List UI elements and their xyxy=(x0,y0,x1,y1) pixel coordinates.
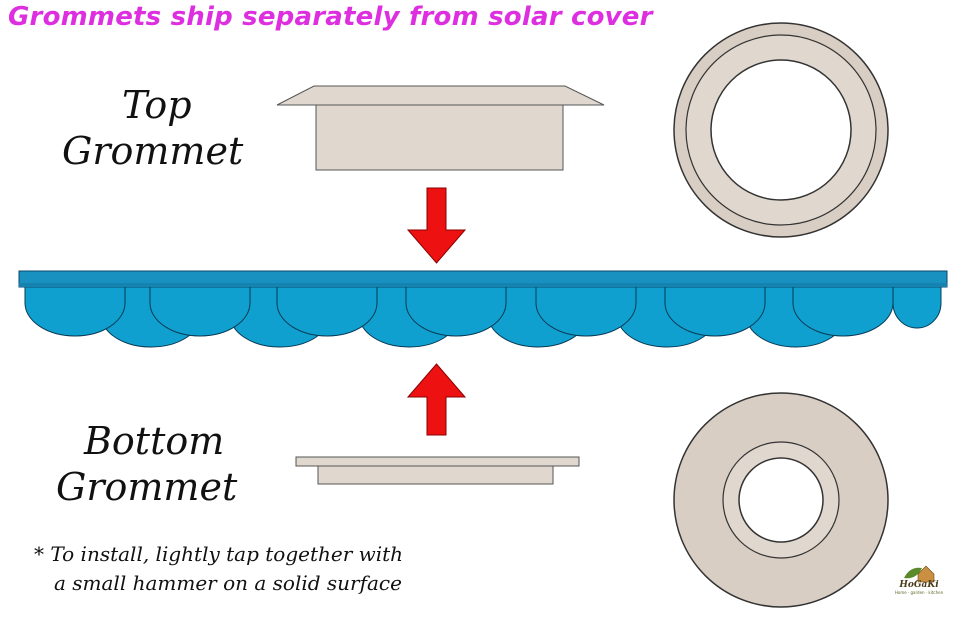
install-note: * To install, lightly tap together with … xyxy=(34,540,403,598)
bottom-grommet-label-line1: Bottom xyxy=(84,419,225,463)
bottom-grommet-top-view xyxy=(673,392,889,608)
up-arrow xyxy=(406,363,467,436)
install-note-line2: a small hammer on a solid surface xyxy=(54,571,402,595)
top-grommet-label-line1: Top xyxy=(122,83,192,127)
top-grommet-label: Top Grommet xyxy=(62,82,243,174)
brand-logo: HoGaKi Home · garden · kitchen xyxy=(893,566,945,606)
install-note-line1: * To install, lightly tap together with xyxy=(34,542,404,566)
top-grommet-top-view xyxy=(673,22,889,238)
bottom-grommet-label: Bottom Grommet xyxy=(56,418,237,510)
brand-logo-tagline: Home · garden · kitchen xyxy=(894,590,944,595)
bottom-grommet-side-view xyxy=(295,456,580,485)
top-grommet-label-line2: Grommet xyxy=(62,129,244,173)
logo-leaf-icon xyxy=(904,565,935,583)
solar-cover-cross-section xyxy=(18,270,948,348)
bottom-grommet-label-line2: Grommet xyxy=(56,465,238,509)
down-arrow xyxy=(406,187,467,264)
headline: Grommets ship separately from solar cove… xyxy=(8,2,653,32)
top-grommet-side-view xyxy=(276,85,605,171)
brand-logo-name: HoGaKi xyxy=(899,580,939,590)
